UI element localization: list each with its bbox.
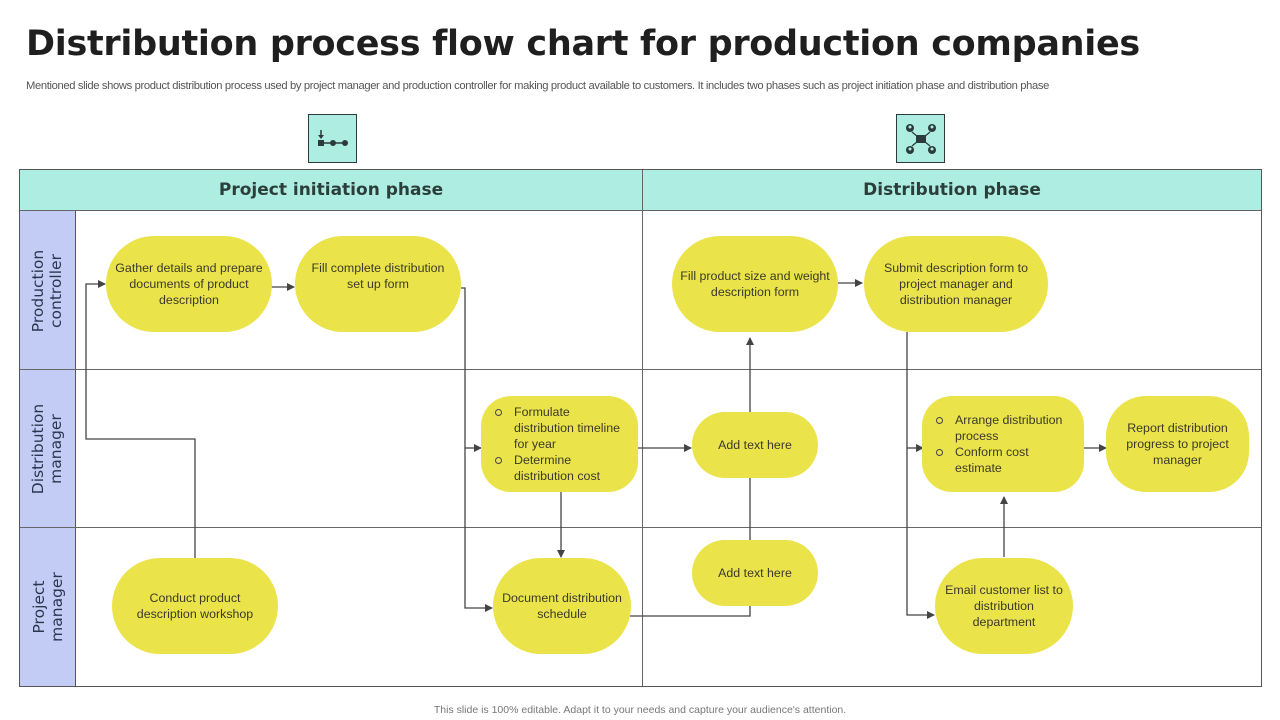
node-document-schedule[interactable]: Document distribution schedule bbox=[493, 558, 631, 654]
workflow-steps-icon bbox=[308, 114, 357, 163]
lane-distribution-manager: Distribution manager bbox=[20, 370, 76, 528]
node-gather-details[interactable]: Gather details and prepare documents of … bbox=[106, 236, 272, 332]
lane-label-line2: manager bbox=[47, 572, 66, 642]
phase-title-initiation: Project initiation phase bbox=[218, 180, 444, 200]
slide-subtitle: Mentioned slide shows product distributi… bbox=[26, 80, 1050, 92]
network-distribution-icon bbox=[896, 114, 945, 163]
bullet-item: Determine distribution cost bbox=[495, 452, 630, 484]
lane-label-line1: Production bbox=[29, 249, 48, 332]
lane-project-manager: Project manager bbox=[20, 528, 76, 686]
node-email-customer-list[interactable]: Email customer list to distribution depa… bbox=[935, 558, 1073, 654]
node-report-progress[interactable]: Report distribution progress to project … bbox=[1106, 396, 1249, 492]
slide-footer: This slide is 100% editable. Adapt it to… bbox=[433, 704, 847, 716]
node-formulate-timeline[interactable]: Formulate distribution timeline for year… bbox=[481, 396, 638, 492]
phase-header-row: Project initiation phase Distribution ph… bbox=[20, 170, 1261, 211]
node-submit-description[interactable]: Submit description form to project manag… bbox=[864, 236, 1048, 332]
phase-divider bbox=[642, 170, 643, 686]
lane-production-controller: Production controller bbox=[20, 211, 76, 370]
bullet-item: Conform cost estimate bbox=[936, 444, 1076, 476]
swimlane-grid: Project initiation phase Distribution ph… bbox=[19, 169, 1262, 687]
lane-divider bbox=[20, 527, 1261, 528]
lane-divider bbox=[20, 369, 1261, 370]
bullet-item: Arrange distribution process bbox=[936, 412, 1076, 444]
lane-label-line2: controller bbox=[47, 253, 66, 328]
node-arrange-distribution[interactable]: Arrange distribution process Conform cos… bbox=[922, 396, 1084, 492]
bullet-item: Formulate distribution timeline for year bbox=[495, 404, 630, 452]
phase-title-distribution: Distribution phase bbox=[863, 180, 1041, 200]
lane-label-line1: Project bbox=[29, 580, 48, 634]
node-conduct-workshop[interactable]: Conduct product description workshop bbox=[112, 558, 278, 654]
node-add-text-1[interactable]: Add text here bbox=[692, 412, 818, 478]
node-fill-size-weight[interactable]: Fill product size and weight description… bbox=[672, 236, 838, 332]
lane-label-line2: manager bbox=[47, 414, 66, 484]
slide-title: Distribution process flow chart for prod… bbox=[26, 24, 1140, 64]
node-fill-setup-form[interactable]: Fill complete distribution set up form bbox=[295, 236, 461, 332]
lane-label-line1: Distribution bbox=[29, 403, 48, 495]
node-add-text-2[interactable]: Add text here bbox=[692, 540, 818, 606]
